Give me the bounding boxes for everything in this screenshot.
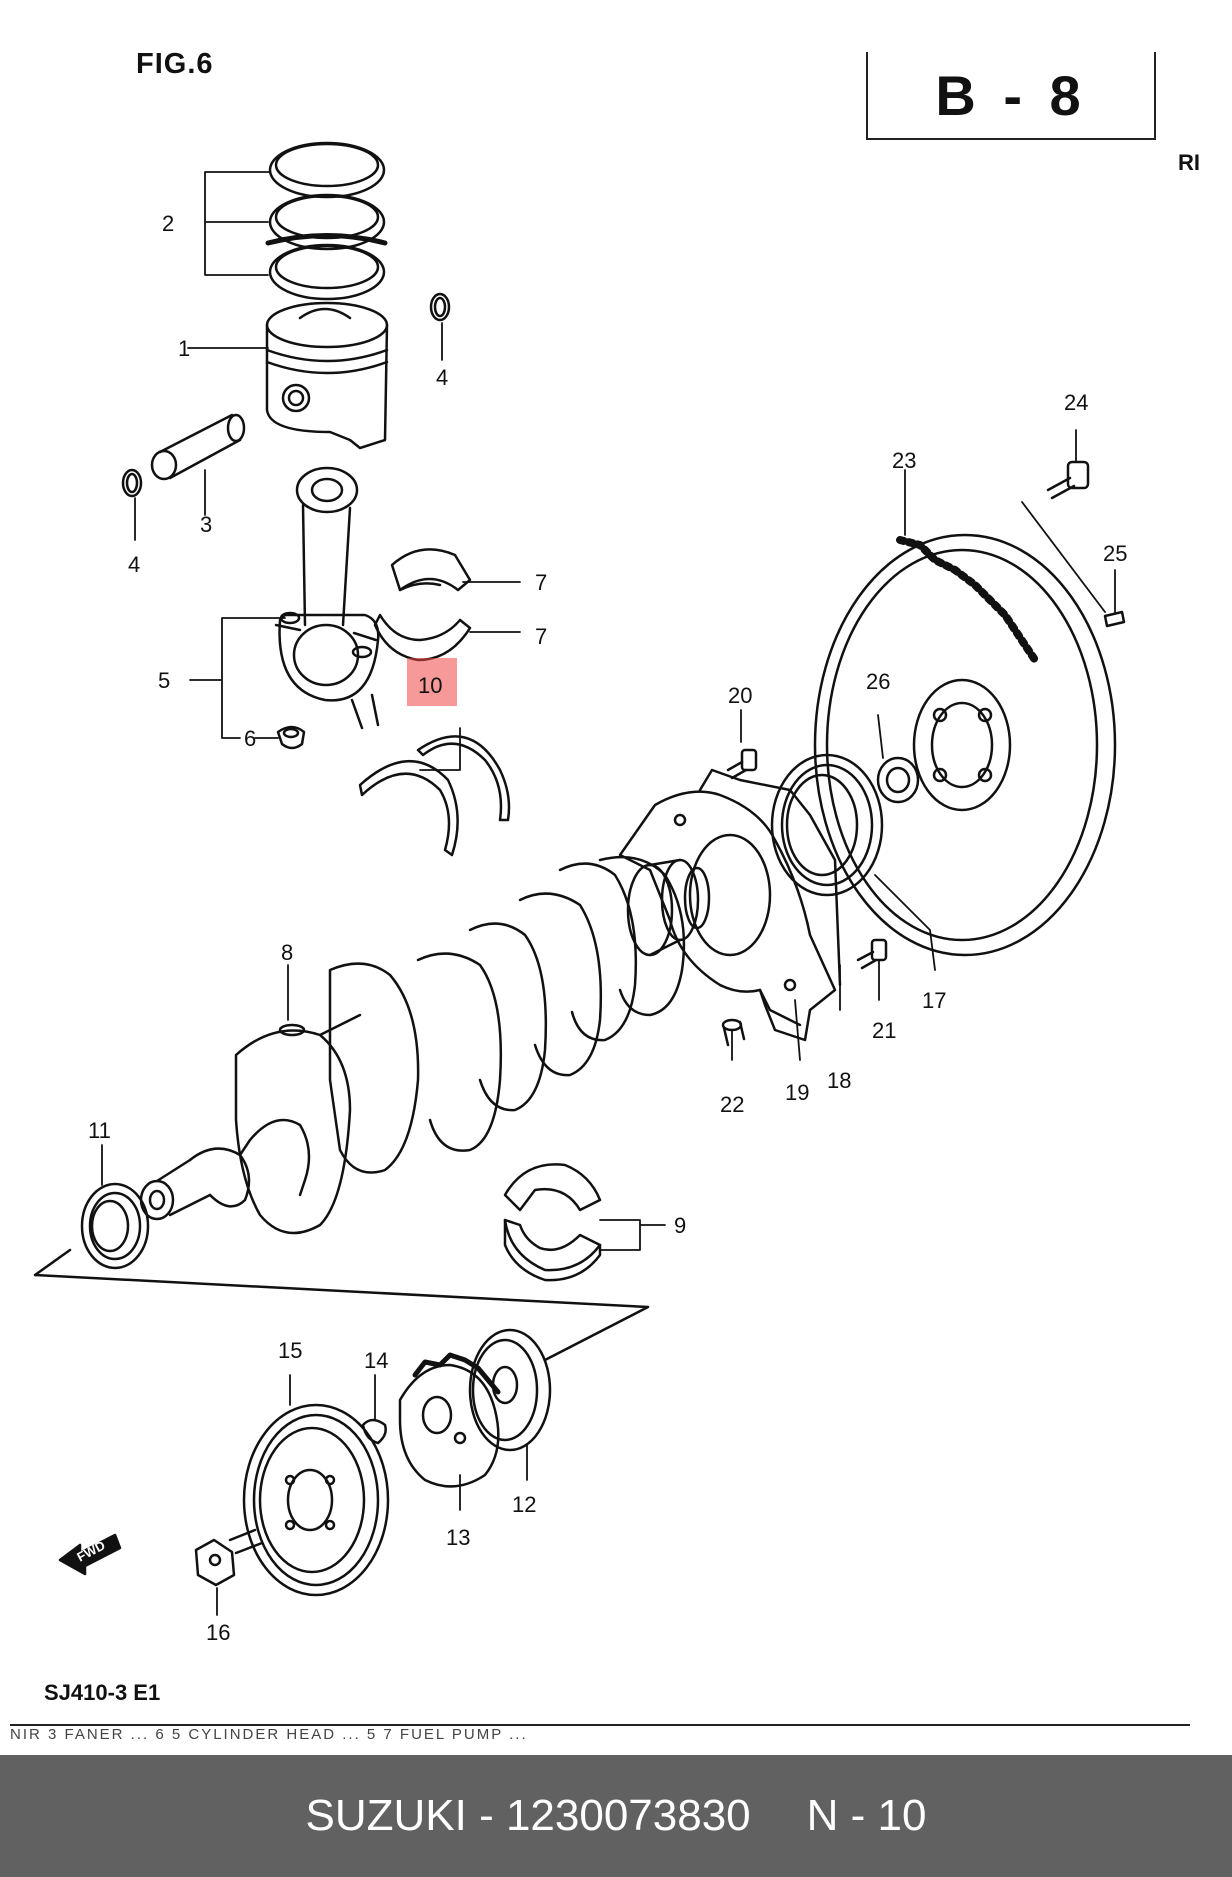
front-oil-seal [80, 1182, 150, 1270]
callout-1: 1 [178, 336, 190, 361]
callout-19: 19 [785, 1080, 809, 1105]
callout-8: 8 [281, 940, 293, 965]
flywheel [813, 533, 1117, 957]
assembly-line [33, 1248, 650, 1362]
callout-3: 3 [200, 512, 212, 537]
callout-16: 16 [206, 1620, 230, 1645]
callout-11: 11 [88, 1118, 111, 1143]
forward-arrow-icon: FWD [58, 1533, 122, 1576]
snap-rings [121, 292, 451, 498]
callout-24: 24 [1064, 390, 1088, 415]
piston-pin [150, 413, 246, 481]
leader-lines [101, 171, 1116, 1616]
callout-6: 6 [244, 726, 256, 751]
callout-25: 25 [1103, 541, 1127, 566]
main-bearings [503, 1163, 602, 1282]
figure-code-box: B - 8 [866, 52, 1156, 140]
parts-diagram-sheet: FIG.6 B - 8 RI [10, 48, 1200, 1750]
rod-nut [276, 725, 306, 750]
thrust-washers [358, 735, 511, 857]
callout-21: 21 [872, 1018, 896, 1043]
connecting-rod [274, 466, 380, 730]
callout-22: 22 [720, 1092, 744, 1117]
caption-bar: SUZUKI - 1230073830 N - 10 [0, 1755, 1232, 1877]
footer-reference-strip: NIR 3 FANER ... 6 5 CYLINDER HEAD ... 5 … [10, 1724, 1190, 1750]
piston-rings [265, 141, 388, 301]
callout-17: 17 [922, 988, 946, 1013]
callout-12: 12 [512, 1492, 536, 1517]
pulley-bolt [194, 1528, 264, 1587]
pilot-bearing [876, 756, 920, 804]
rod-bearings [373, 548, 472, 662]
dowel-pins [721, 610, 1126, 1047]
crankshaft-guide-plate [468, 1328, 552, 1452]
callout-23: 23 [892, 448, 916, 473]
callout-7a: 7 [535, 570, 547, 595]
callout-7b: 7 [535, 624, 547, 649]
callout-10: 10 [418, 673, 442, 698]
callout-9: 9 [674, 1213, 686, 1238]
callout-15: 15 [278, 1338, 302, 1363]
callout-18: 18 [827, 1068, 851, 1093]
callout-26: 26 [866, 669, 890, 694]
callout-4b: 4 [128, 552, 140, 577]
part-number-caption: SUZUKI - 1230073830 [305, 1791, 751, 1840]
callout-13: 13 [446, 1525, 470, 1550]
seal-housing [618, 768, 842, 1042]
callout-2: 2 [162, 211, 174, 236]
callout-14: 14 [364, 1348, 388, 1373]
piston [265, 301, 389, 450]
callout-5: 5 [158, 668, 170, 693]
model-label: SJ410-3 E1 [44, 1680, 161, 1705]
callout-labels: 2 1 4 3 4 5 6 7 7 10 8 9 11 15 14 12 13 … [88, 211, 1127, 1645]
bolts [726, 460, 1090, 970]
edge-mark: RI [1178, 150, 1200, 175]
figure-code: B - 8 [935, 63, 1087, 127]
timing-gear [398, 1352, 501, 1488]
callout-highlight [407, 658, 457, 706]
crankshaft [139, 855, 711, 1235]
figure-title: FIG.6 [136, 48, 214, 80]
callout-reference: N - 10 [806, 1791, 927, 1840]
exploded-view-diagram: FWD [33, 141, 1127, 1645]
crankshaft-pulley [242, 1403, 390, 1597]
callout-20: 20 [728, 683, 752, 708]
woodruff-key [361, 1418, 387, 1445]
callout-4a: 4 [436, 365, 448, 390]
